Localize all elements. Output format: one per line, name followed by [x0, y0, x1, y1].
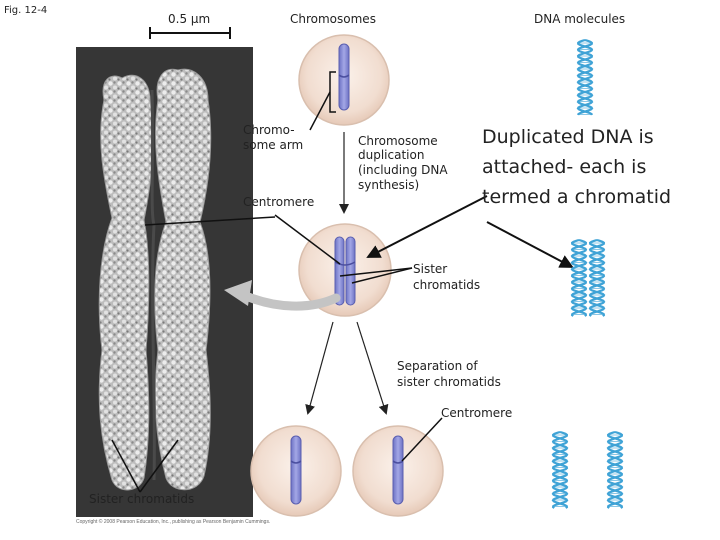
- cell-separated-right: [352, 425, 444, 517]
- micrograph-sister-chromatids-label: Sister chromatids: [89, 492, 195, 506]
- chromosomes-heading: Chromosomes: [290, 12, 376, 26]
- pointer-lines: [111, 195, 574, 493]
- annotation-line3: termed a chromatid: [482, 186, 672, 208]
- dna-molecules-heading: DNA molecules: [534, 12, 626, 26]
- duplication-label-line4: synthesis): [358, 178, 420, 192]
- centromere-label-bottom: Centromere: [441, 406, 513, 420]
- copyright-notice: Copyright © 2008 Pearson Education, Inc.…: [76, 519, 271, 525]
- chromosome-micrograph: [76, 47, 253, 517]
- separation-label-line1: Separation of: [397, 359, 478, 373]
- chromosome-arm-bracket: [309, 71, 336, 131]
- duplication-label-line2: duplication: [358, 148, 425, 162]
- micrograph-link-arrow: [224, 280, 341, 311]
- scale-bar: [149, 27, 231, 39]
- sister-chromatids-label-line2: chromatids: [413, 278, 481, 292]
- dna-helix-separated-right: [606, 430, 624, 509]
- dna-helix-sister-left: [570, 238, 588, 317]
- chromosome-arm-label-line1: Chromo-: [243, 123, 295, 137]
- dna-helix-single: [576, 38, 594, 116]
- dna-molecules: [551, 38, 624, 509]
- annotation-line2: attached- each is: [482, 156, 647, 178]
- process-arrows: [305, 132, 389, 415]
- separation-label-line2: sister chromatids: [397, 375, 501, 389]
- duplication-label-line3: (including DNA: [358, 163, 448, 177]
- cell-unreplicated: [298, 34, 390, 126]
- annotation-line1: Duplicated DNA is: [482, 126, 654, 148]
- figure-label: Fig. 12-4: [4, 5, 48, 16]
- chromosome-arm-label-line2: some arm: [243, 138, 304, 152]
- scale-bar-label: 0.5 µm: [168, 12, 211, 26]
- duplication-label-line1: Chromosome: [358, 134, 438, 148]
- sister-chromatids-label-line1: Sister: [413, 262, 448, 276]
- dna-helix-sister-right: [588, 238, 606, 317]
- dna-helix-separated-left: [551, 430, 569, 509]
- centromere-label-top: Centromere: [243, 195, 315, 209]
- cell-separated-left: [250, 425, 342, 517]
